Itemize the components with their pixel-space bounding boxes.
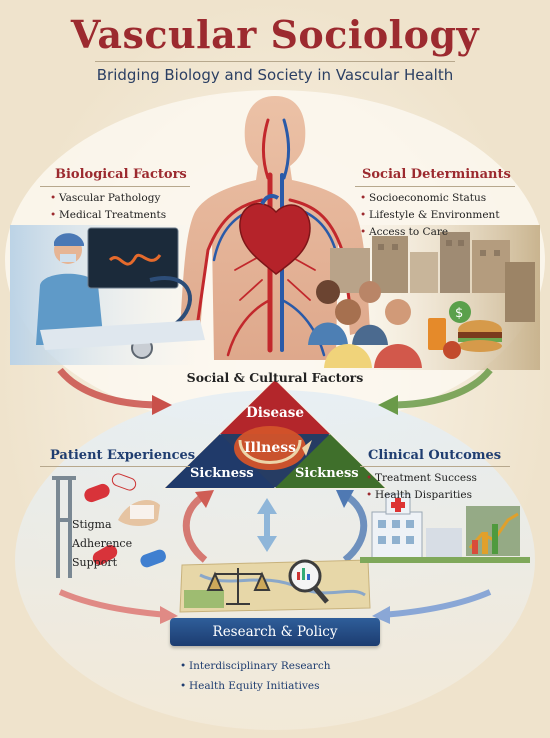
clinical-divider (360, 466, 510, 467)
social-determinants-title: Social Determinants (362, 167, 511, 182)
page-title: Vascular Sociology (70, 12, 480, 57)
sickness-right-label: Sickness (295, 466, 359, 481)
illness-label: Illness (243, 440, 297, 456)
research-policy-list: Interdisciplinary Research Health Equity… (180, 656, 330, 696)
list-item: Health Disparities (366, 487, 477, 504)
biological-divider (40, 186, 190, 187)
list-item: Vascular Pathology (50, 190, 166, 207)
title-divider (95, 61, 455, 62)
social-divider (355, 186, 515, 187)
list-item: Medical Treatments (50, 207, 166, 224)
list-item: Socioeconomic Status (360, 190, 500, 207)
list-item: Health Equity Initiatives (180, 676, 330, 696)
clinical-outcomes-title: Clinical Outcomes (368, 448, 502, 463)
list-item: Access to Care (360, 224, 500, 241)
biological-factors-title: Biological Factors (55, 167, 187, 182)
disease-label: Disease (246, 405, 304, 421)
clinical-outcomes-list: Treatment Success Health Disparities (366, 470, 477, 504)
list-item: Interdisciplinary Research (180, 656, 330, 676)
biological-factors-list: Vascular Pathology Medical Treatments (50, 190, 166, 224)
list-item: Adherence (72, 537, 133, 550)
social-determinants-list: Socioeconomic Status Lifestyle & Environ… (360, 190, 500, 241)
social-cultural-factors-label: Social & Cultural Factors (186, 370, 364, 385)
patient-experiences-list: Stigma Adherence Support (72, 515, 132, 572)
list-item: Treatment Success (366, 470, 477, 487)
patient-experiences-title: Patient Experiences (50, 448, 196, 463)
svg-text:$: $ (455, 306, 463, 321)
research-policy-banner: Research & Policy (170, 618, 380, 646)
list-item: Support (72, 556, 118, 569)
page-subtitle: Bridging Biology and Society in Vascular… (96, 66, 454, 84)
list-item: Lifestyle & Environment (360, 207, 500, 224)
list-item: Stigma (72, 518, 112, 531)
patient-divider (40, 466, 190, 467)
sickness-left-label: Sickness (190, 466, 254, 481)
